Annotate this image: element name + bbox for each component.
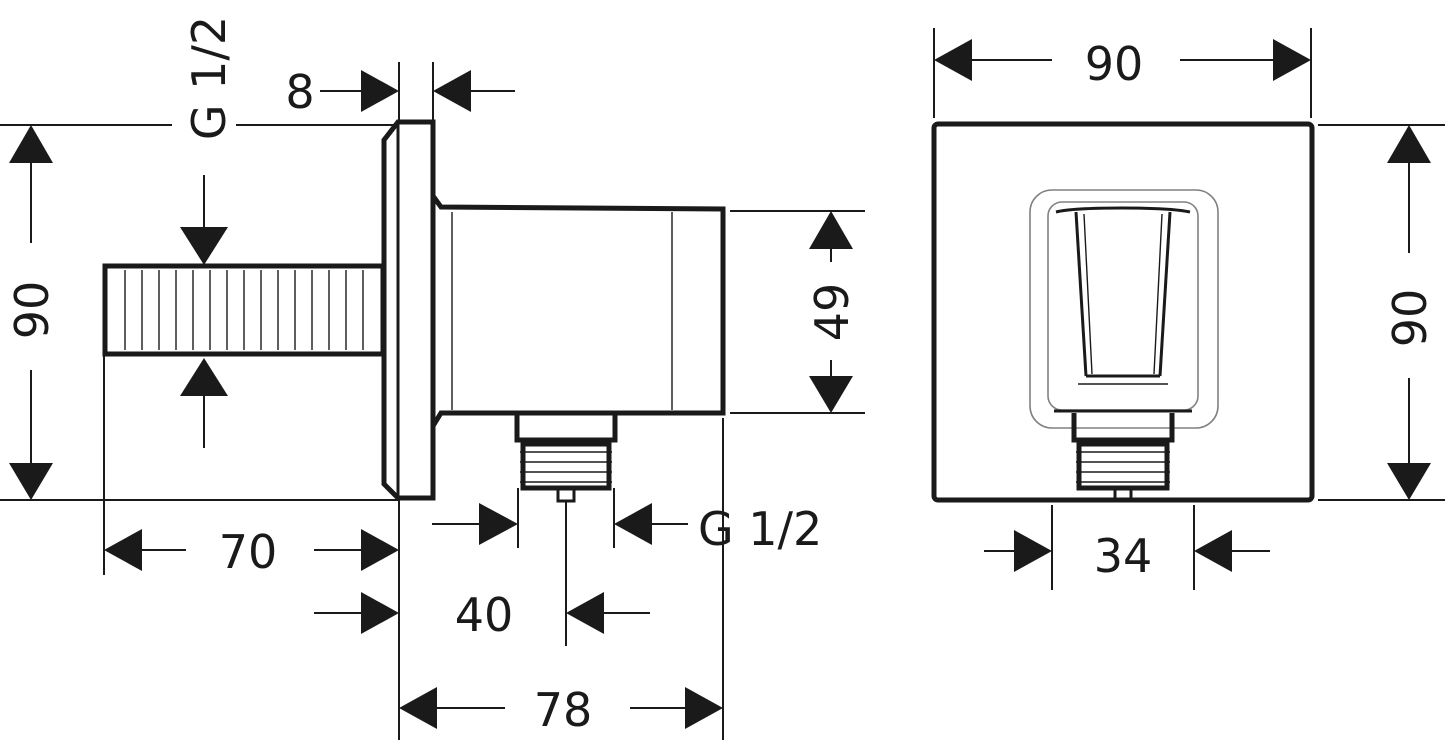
front-extension-lines: [933, 28, 1445, 590]
wall-flange: [381, 119, 436, 501]
dim-body-height-label: 49: [805, 283, 859, 342]
dim-outlet-thread: G 1/2: [432, 502, 822, 556]
outlet-body: [430, 194, 726, 428]
dim-outlet-thread-label: G 1/2: [698, 502, 822, 556]
dim-depth-label: 78: [534, 683, 593, 737]
dim-side-height: 90: [5, 125, 59, 500]
dim-wall-thread: G 1/2: [180, 16, 236, 448]
front-outlet-nipple: [1071, 413, 1175, 503]
outlet-nipple: [514, 415, 618, 503]
dim-outlet-offset-label: 40: [455, 588, 514, 642]
dim-flange: 8: [285, 65, 515, 119]
dim-pipe-length-label: 70: [219, 525, 278, 579]
dim-front-height-label: 90: [1383, 289, 1437, 348]
dim-front-height: 90: [1383, 125, 1437, 500]
dim-wall-thread-label: G 1/2: [182, 16, 236, 140]
pipe-thread-lines: [124, 270, 364, 350]
dim-side-height-label: 90: [5, 281, 59, 340]
side-extension-lines: [0, 62, 865, 740]
dim-front-outlet-width: 34: [984, 529, 1270, 583]
dim-flange-label: 8: [285, 65, 314, 119]
front-view: 90 90 34: [931, 28, 1445, 590]
dim-pipe-length: 70: [104, 525, 399, 579]
front-outlet-housing: [1029, 189, 1219, 429]
dim-depth: 78: [399, 683, 723, 737]
dim-body-height: 49: [805, 211, 859, 413]
dim-front-outlet-width-label: 34: [1094, 529, 1153, 583]
dim-outlet-offset: 40: [314, 588, 650, 642]
dim-front-width: 90: [934, 37, 1311, 91]
side-view: G 1/2 8 90 49: [0, 16, 865, 740]
dim-front-width-label: 90: [1085, 37, 1144, 91]
wall-pipe: [102, 263, 386, 357]
